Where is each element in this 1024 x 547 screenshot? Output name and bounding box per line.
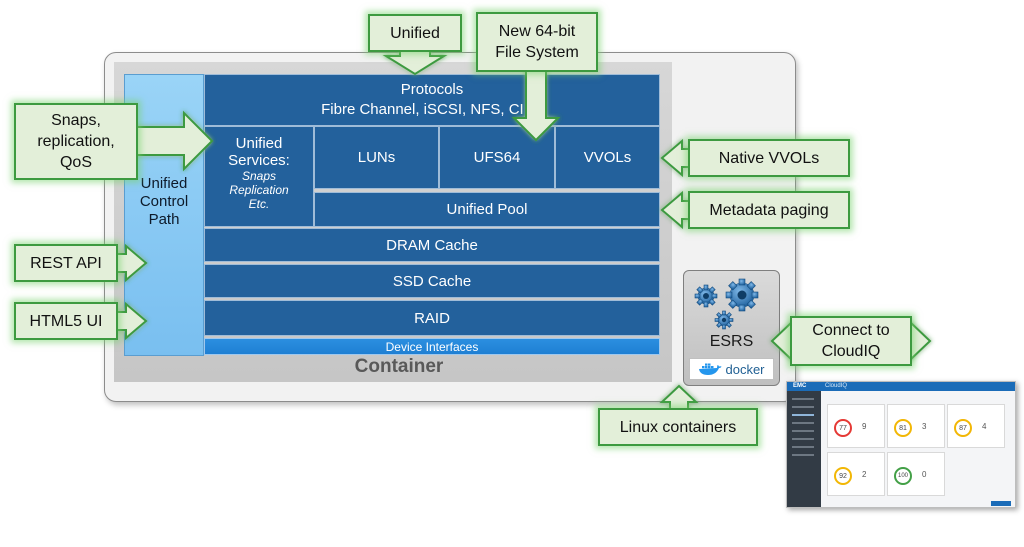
cloudiq-nav-item (792, 438, 814, 440)
cloudiq-brand: EMC (793, 383, 807, 389)
ssd-cache-block: SSD Cache (204, 264, 660, 298)
ufs64-block: UFS64 (439, 126, 555, 189)
health-gauge: 81 (894, 419, 912, 437)
gauge-score: 87 (959, 424, 967, 432)
cloudiq-dashboard-thumbnail: EMC CloudIQ 77 9 81 3 87 4 92 2 100 0 (786, 381, 1016, 508)
callout-unified: Unified (368, 14, 462, 52)
cloudiq-nav-item (792, 454, 814, 456)
callout-new-file-system: New 64-bit File System (476, 12, 598, 72)
cloudiq-card: 92 2 (827, 452, 885, 496)
gauge-score: 81 (899, 424, 907, 432)
callout-metadata-paging: Metadata paging (688, 191, 850, 229)
protocols-list: Fibre Channel, iSCSI, NFS, CIFS (321, 101, 543, 118)
unified-pool-block: Unified Pool (314, 192, 660, 227)
callout-native-vvols: Native VVOLs (688, 139, 850, 177)
cloudiq-nav-item (792, 430, 814, 432)
cloudiq-card: 77 9 (827, 404, 885, 448)
docker-badge: docker (689, 358, 774, 380)
cloudiq-nav-item (792, 398, 814, 400)
unified-services-block: Unified Services: Snaps Replication Etc. (204, 126, 314, 227)
gauge-score: 100 (897, 473, 908, 479)
callout-snaps-line2: replication, (37, 133, 115, 150)
callout-connect-cloudiq: Connect to CloudIQ (790, 316, 912, 366)
raid-block: RAID (204, 300, 660, 336)
callout-html5-ui: HTML5 UI (14, 302, 118, 340)
arrow-connect-right (909, 319, 932, 363)
cloudiq-card: 100 0 (887, 452, 945, 496)
esrs-label: ESRS (709, 333, 754, 350)
vvols-block: VVOLs (555, 126, 660, 189)
callout-new-fs-line1: New 64-bit (498, 23, 576, 40)
callout-snaps: Snaps, replication, QoS (14, 103, 138, 180)
dram-cache-block: DRAM Cache (204, 228, 660, 262)
docker-whale-icon (699, 363, 722, 375)
unified-services-title: Unified Services: (228, 134, 290, 169)
cloudiq-action-button[interactable] (991, 501, 1011, 506)
callout-new-fs-line2: File System (495, 44, 579, 61)
callout-snaps-line1: Snaps, (51, 112, 101, 129)
luns-block: LUNs (314, 126, 439, 189)
unified-services-snaps: Snaps (241, 168, 277, 183)
health-gauge: 77 (834, 419, 852, 437)
docker-label: docker (725, 361, 765, 377)
cloudiq-card: 81 3 (887, 404, 945, 448)
gauge-count: 0 (922, 470, 927, 479)
container-label: Container (354, 356, 444, 377)
gears-icon (694, 278, 759, 330)
cloudiq-topbar (787, 382, 1015, 391)
gauge-score: 77 (839, 424, 847, 432)
unified-services-replication: Replication (229, 182, 289, 197)
device-interfaces-block: Device Interfaces (204, 338, 660, 355)
unified-services-etc: Etc. (248, 196, 270, 211)
health-gauge: 87 (954, 419, 972, 437)
cloudiq-card: 87 4 (947, 404, 1005, 448)
protocols-block: Protocols Fibre Channel, iSCSI, NFS, CIF… (204, 74, 660, 126)
cloudiq-nav-item (792, 406, 814, 408)
cloudiq-nav-item (792, 446, 814, 448)
protocols-title: Protocols (400, 81, 464, 98)
callout-connect-line1: Connect to (812, 322, 890, 339)
callout-connect-line2: CloudIQ (821, 343, 881, 360)
callout-snaps-line3: QoS (59, 154, 92, 171)
health-gauge: 92 (834, 467, 852, 485)
gauge-count: 3 (922, 422, 927, 431)
callout-rest-api: REST API (14, 244, 118, 282)
gauge-count: 2 (862, 470, 867, 479)
health-gauge: 100 (894, 467, 912, 485)
cloudiq-nav-item (792, 414, 814, 416)
gauge-count: 9 (862, 422, 867, 431)
gauge-score: 92 (839, 472, 847, 480)
gauge-count: 4 (982, 422, 987, 431)
cloudiq-app-name: CloudIQ (825, 383, 848, 389)
cloudiq-sidebar (787, 391, 821, 507)
callout-linux-containers: Linux containers (598, 408, 758, 446)
cloudiq-nav-item (792, 422, 814, 424)
